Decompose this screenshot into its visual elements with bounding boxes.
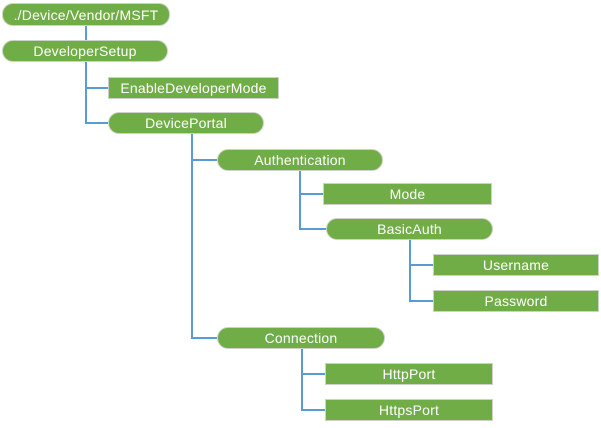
connector-stub-password — [411, 300, 433, 302]
connector-stub-username — [411, 264, 433, 266]
connector-stub-mode — [301, 193, 323, 195]
connector-developersetup-children — [85, 62, 87, 124]
connector-authentication-children — [299, 171, 301, 230]
connector-stub-httpport — [303, 373, 325, 375]
node-password: Password — [433, 290, 599, 312]
node-authentication: Authentication — [217, 149, 383, 171]
node-device-portal: DevicePortal — [108, 112, 264, 134]
node-enable-developer-mode: EnableDeveloperMode — [108, 77, 279, 99]
connector-stub-connection — [193, 337, 217, 339]
node-mode: Mode — [323, 183, 492, 205]
node-https-port: HttpsPort — [325, 399, 493, 421]
connector-stub-enabledevelopermode — [87, 87, 108, 89]
node-connection: Connection — [217, 327, 385, 349]
connector-stub-httpsport — [303, 409, 325, 411]
connector-stub-authentication — [193, 159, 217, 161]
connector-stub-deviceportal — [87, 122, 108, 124]
node-basic-auth: BasicAuth — [326, 218, 493, 240]
node-username: Username — [433, 254, 599, 276]
connector-basicauth-children — [409, 240, 411, 302]
node-root: ./Device/Vendor/MSFT — [2, 3, 170, 26]
connector-deviceportal-children — [191, 134, 193, 339]
node-http-port: HttpPort — [325, 363, 493, 385]
node-developer-setup: DeveloperSetup — [2, 40, 168, 62]
connector-root-developersetup — [85, 26, 87, 40]
connector-stub-basicauth — [301, 228, 326, 230]
connector-connection-children — [301, 349, 303, 411]
